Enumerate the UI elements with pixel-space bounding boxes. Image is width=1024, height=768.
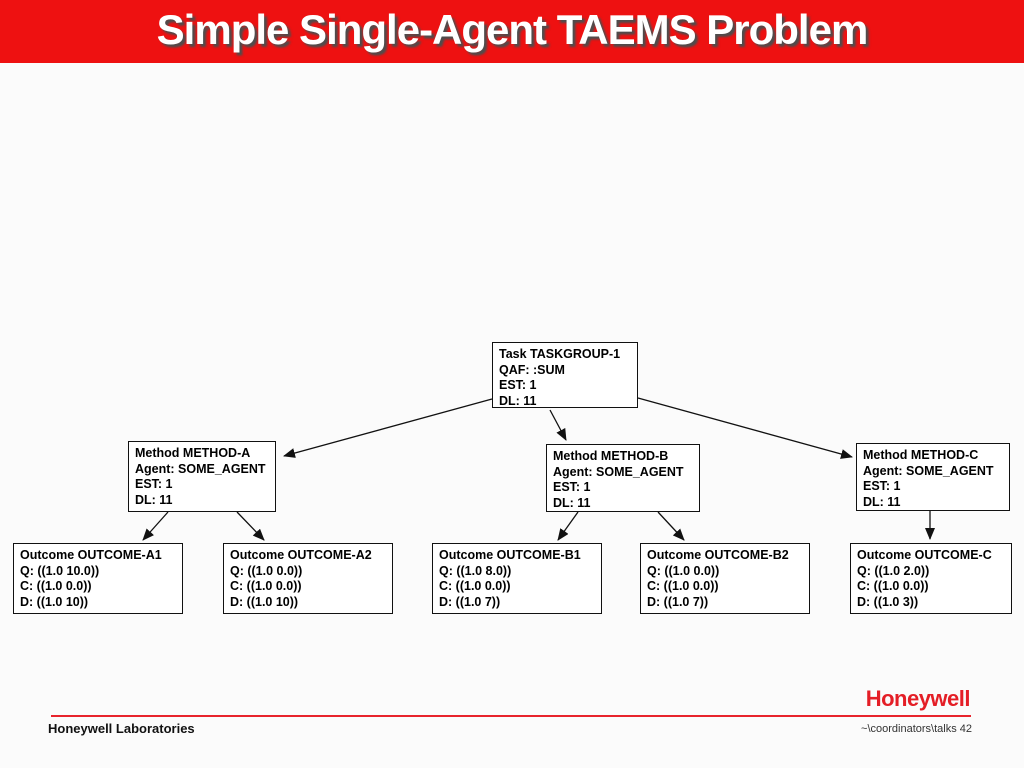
title-bar: Simple Single-Agent TAEMS Problem [0,0,1024,63]
node-outcome-a2: Outcome OUTCOME-A2 Q: ((1.0 0.0)) C: ((1… [223,543,393,614]
node-line: Method METHOD-B [553,449,669,463]
node-line: EST: 1 [863,479,901,493]
node-task-taskgroup-1: Task TASKGROUP-1 QAF: :SUM EST: 1 DL: 11 [492,342,638,408]
node-outcome-b1: Outcome OUTCOME-B1 Q: ((1.0 8.0)) C: ((1… [432,543,602,614]
node-line: C: ((1.0 0.0)) [230,579,302,593]
node-method-c: Method METHOD-C Agent: SOME_AGENT EST: 1… [856,443,1010,511]
node-line: Q: ((1.0 8.0)) [439,563,512,578]
node-line: Method METHOD-C [863,448,979,462]
node-line: Agent: SOME_AGENT [553,464,684,479]
node-line: D: ((1.0 10)) [20,594,89,609]
node-line: D: ((1.0 7)) [439,594,501,609]
node-line: Q: ((1.0 0.0)) [230,563,303,578]
edge-method-a-outcome-a2 [236,511,265,541]
node-line: C: ((1.0 0.0)) [647,579,719,593]
footer-divider [51,715,971,717]
honeywell-logo: Honeywell [865,686,971,711]
node-line: QAF: :SUM [499,362,565,377]
node-outcome-a1: Outcome OUTCOME-A1 Q: ((1.0 10.0)) C: ((… [13,543,183,614]
edge-method-b-outcome-b1 [557,511,579,541]
node-line: C: ((1.0 0.0)) [439,579,511,593]
node-method-a: Method METHOD-A Agent: SOME_AGENT EST: 1… [128,441,276,512]
node-line: Outcome OUTCOME-B2 [647,548,789,562]
slide-title: Simple Single-Agent TAEMS Problem [156,6,869,53]
node-outcome-b2: Outcome OUTCOME-B2 Q: ((1.0 0.0)) C: ((1… [640,543,810,614]
node-line: Outcome OUTCOME-B1 [439,548,581,562]
node-line: C: ((1.0 0.0)) [20,579,92,593]
node-method-b: Method METHOD-B Agent: SOME_AGENT EST: 1… [546,444,700,512]
node-line: Agent: SOME_AGENT [135,461,266,476]
edge-method-a-outcome-a1 [142,511,169,541]
node-line: D: ((1.0 7)) [647,594,709,609]
node-line: Method METHOD-A [135,446,251,460]
node-line: C: ((1.0 0.0)) [857,579,929,593]
node-line: Q: ((1.0 2.0)) [857,563,930,578]
edge-task-method-b [549,409,567,441]
footer-organization-label: Honeywell Laboratories [48,721,195,736]
node-line: DL: 11 [135,492,173,507]
node-line: EST: 1 [553,480,591,494]
edge-method-b-outcome-b2 [657,511,685,541]
node-line: Outcome OUTCOME-A1 [20,548,162,562]
node-line: DL: 11 [499,393,537,408]
node-line: DL: 11 [863,494,901,509]
node-line: Task TASKGROUP-1 [499,347,621,361]
node-line: EST: 1 [135,477,173,491]
node-line: DL: 11 [553,495,591,510]
edge-task-method-a [283,398,493,458]
node-line: Agent: SOME_AGENT [863,463,994,478]
node-line: D: ((1.0 3)) [857,594,919,609]
node-line: D: ((1.0 10)) [230,594,299,609]
footer-file-path: ~\coordinators\talks 42 [861,723,972,735]
node-line: Outcome OUTCOME-C [857,548,992,562]
node-outcome-c: Outcome OUTCOME-C Q: ((1.0 2.0)) C: ((1.… [850,543,1012,614]
node-line: Outcome OUTCOME-A2 [230,548,372,562]
node-line: Q: ((1.0 10.0)) [20,563,100,578]
node-line: Q: ((1.0 0.0)) [647,563,720,578]
node-line: EST: 1 [499,378,537,392]
